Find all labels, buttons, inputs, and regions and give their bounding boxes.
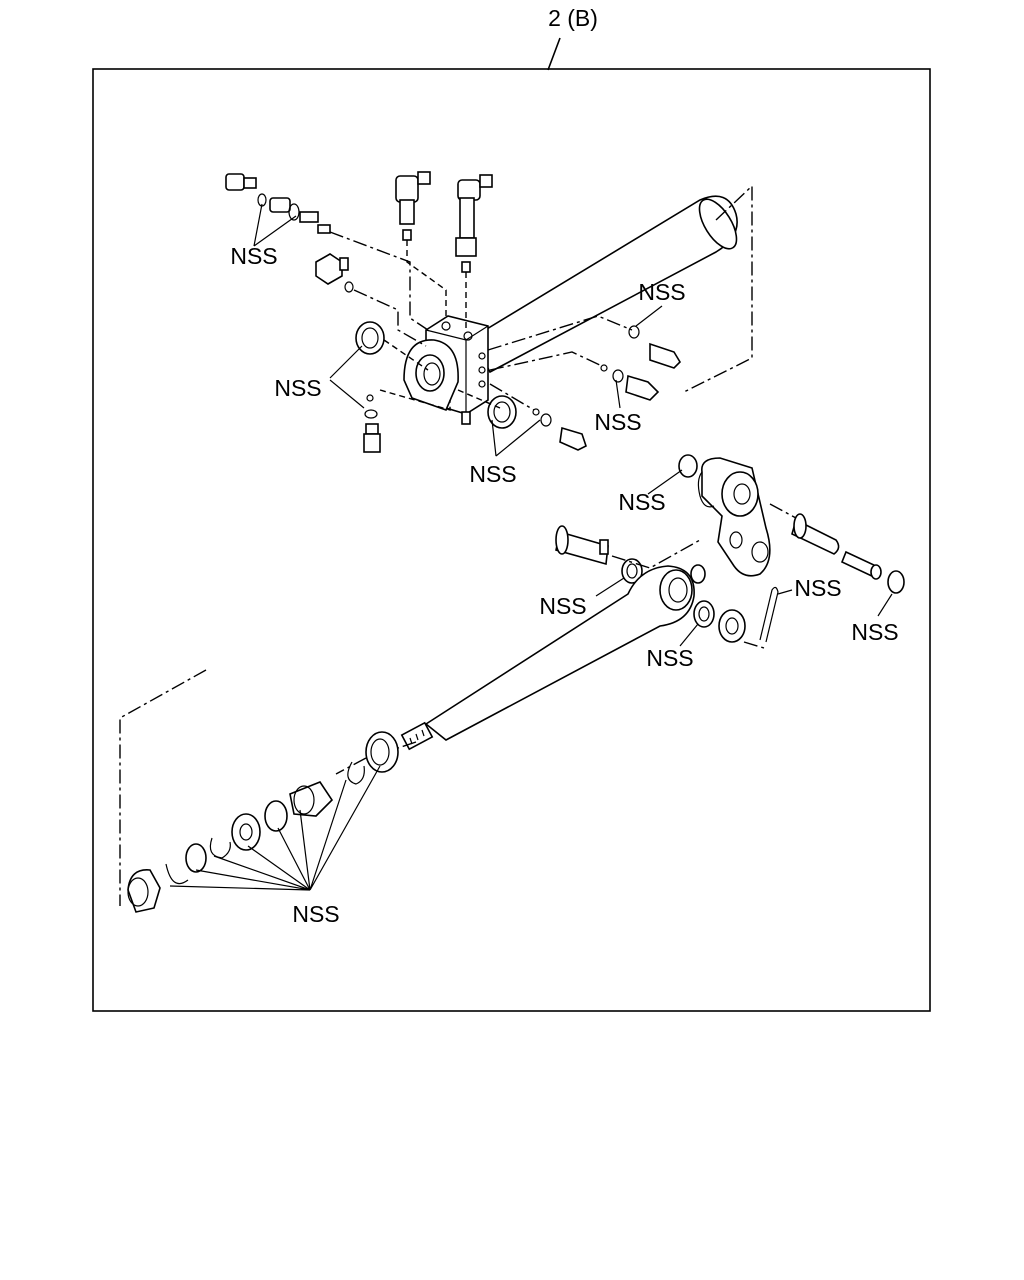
cotter-pin bbox=[743, 586, 779, 649]
port-bolt-right-middle bbox=[489, 351, 660, 401]
callout-leaders-upper bbox=[253, 203, 663, 457]
reference-label: 2 (B) bbox=[548, 5, 598, 31]
callout-nss-3: NSS bbox=[469, 461, 516, 487]
elbow-fitting-right bbox=[455, 174, 493, 332]
callout-nss-7: NSS bbox=[539, 593, 586, 619]
seal-ring-upper bbox=[355, 321, 385, 355]
grub-screw bbox=[461, 411, 471, 425]
callout-leaders-lower bbox=[169, 469, 893, 891]
clevis-bracket bbox=[697, 457, 771, 577]
port-bolt-right-upper bbox=[487, 315, 682, 369]
washer-rod-end bbox=[693, 600, 715, 628]
callout-nss-11: NSS bbox=[292, 901, 339, 927]
flat-washer bbox=[718, 609, 746, 643]
union-fitting-left bbox=[315, 253, 427, 347]
cylinder-outline-guide bbox=[119, 669, 207, 906]
piston-seal-set bbox=[127, 731, 417, 913]
callout-nss-5: NSS bbox=[594, 409, 641, 435]
port-bolt-right-lower bbox=[489, 383, 587, 451]
diagram-frame bbox=[92, 68, 931, 1012]
o-ring-clevis bbox=[678, 454, 698, 478]
cylinder-tube bbox=[470, 184, 753, 393]
callout-nss-2: NSS bbox=[274, 375, 321, 401]
clevis-pin-left bbox=[555, 525, 701, 584]
callout-nss-10: NSS bbox=[851, 619, 898, 645]
piston-rod bbox=[400, 564, 706, 751]
callout-nss-1: NSS bbox=[230, 243, 277, 269]
callout-nss-6: NSS bbox=[618, 489, 665, 515]
bleeder-screw bbox=[363, 389, 451, 453]
callout-nss-4: NSS bbox=[638, 279, 685, 305]
mounting-eye bbox=[403, 339, 459, 412]
banjo-bolt-upper-left bbox=[225, 173, 429, 331]
callout-nss-9: NSS bbox=[794, 575, 841, 601]
callout-nss-8: NSS bbox=[646, 645, 693, 671]
clevis-pin-right bbox=[769, 503, 905, 594]
seal-ring-lower bbox=[487, 395, 517, 429]
elbow-fitting-left bbox=[395, 171, 447, 316]
reference-leader bbox=[547, 37, 561, 71]
